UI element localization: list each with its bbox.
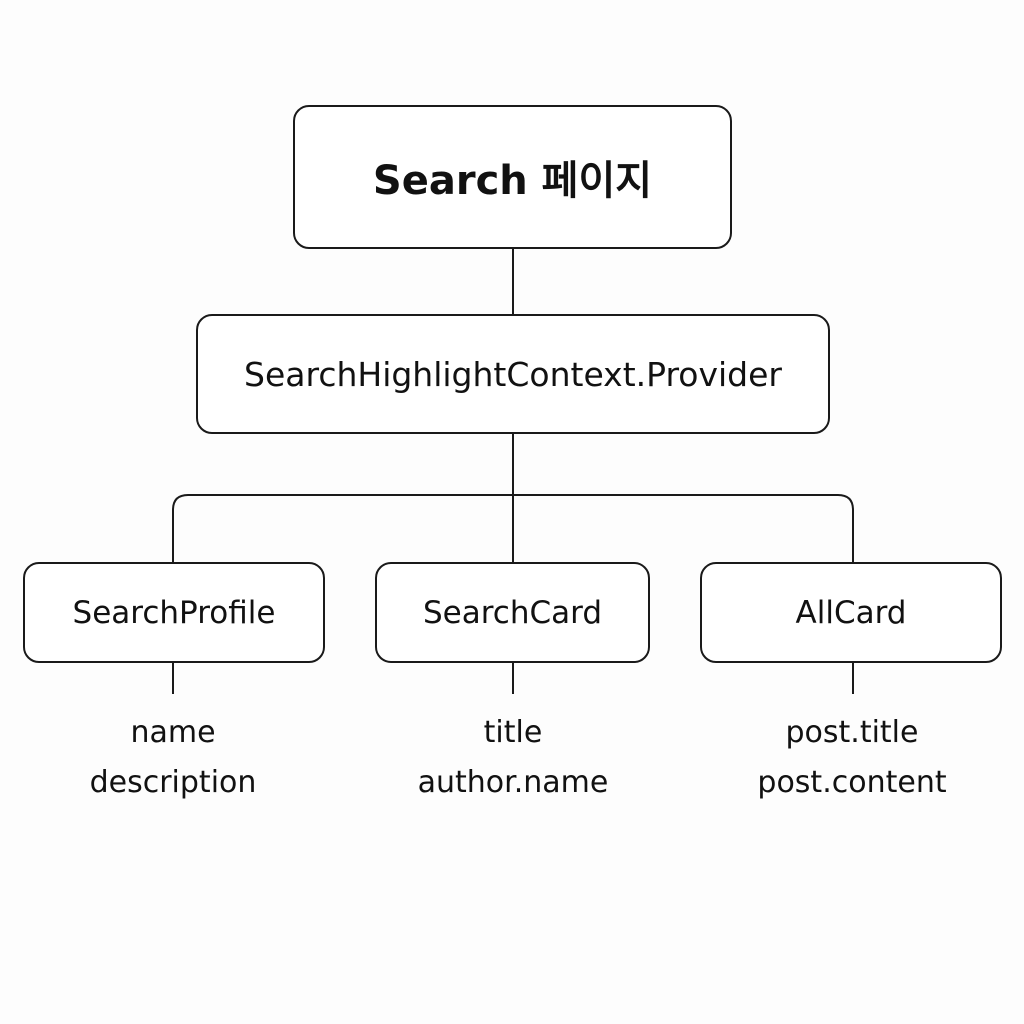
node-search-card: SearchCard: [375, 562, 650, 663]
node-search-profile-label: SearchProfile: [72, 594, 276, 631]
node-provider: SearchHighlightContext.Provider: [196, 314, 830, 434]
connector-branch-bar: [172, 494, 854, 562]
field-item: name: [130, 715, 216, 750]
search-card-fields: title author.name: [353, 708, 673, 808]
all-card-fields: post.title post.content: [692, 708, 1012, 808]
field-item: author.name: [417, 765, 609, 800]
node-search-page: Search 페이지: [293, 105, 732, 249]
node-all-card: AllCard: [700, 562, 1002, 663]
field-item: title: [483, 715, 543, 750]
field-item: post.title: [785, 715, 919, 750]
search-profile-fields: name description: [13, 708, 333, 808]
node-provider-label: SearchHighlightContext.Provider: [244, 354, 782, 394]
node-search-card-label: SearchCard: [422, 594, 603, 631]
field-item: description: [89, 765, 257, 800]
node-search-page-label: Search 페이지: [372, 158, 653, 204]
node-all-card-label: AllCard: [795, 594, 907, 631]
node-search-profile: SearchProfile: [23, 562, 325, 663]
field-item: post.content: [757, 765, 947, 800]
